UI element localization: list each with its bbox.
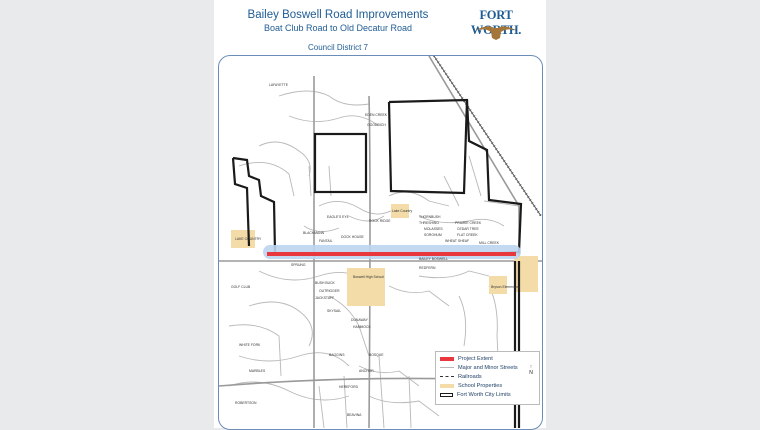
legend-schools-label: School Properties: [458, 382, 503, 389]
label-hammock: HAMMOCK: [353, 325, 371, 329]
label-lafayette: LAFAYETTE: [269, 83, 289, 87]
label-prairie-creek: PRAIRIE CREEK: [455, 221, 482, 225]
label-dock-house: DOCK HOUSE: [341, 235, 365, 239]
rail-swatch: [440, 376, 454, 377]
label-outrigger: OUTRIGGER: [319, 289, 340, 293]
label-jackstaff: JACKSTAFF: [315, 296, 334, 300]
label-baggins: BAGGINS: [329, 353, 345, 357]
limits-swatch: [440, 392, 453, 397]
railroad-line: [433, 56, 542, 217]
label-boswell-high: Boswell High School: [353, 275, 384, 279]
legend-row-rail: Railroads: [440, 373, 482, 380]
legend-row-schools: School Properties: [440, 382, 502, 389]
map-legend: Project Extent Major and Minor Streets R…: [435, 351, 540, 405]
label-wheat-sheaf: WHEAT SHEAF: [445, 239, 469, 243]
label-goodrich: GOODRICH: [367, 123, 386, 127]
label-rock-ridge: ROCK RIDGE: [369, 219, 391, 223]
label-cedar-tree: CEDAR TREE: [457, 227, 480, 231]
label-lake-country-dr: LAKE COUNTRY: [235, 237, 262, 241]
page-subtitle: Boat Club Road to Old Decatur Road: [263, 23, 413, 33]
label-blackmann: BLACKMANN: [303, 231, 325, 235]
label-sorghum: SORGHUM: [424, 233, 442, 237]
label-bryson: Bryson Elementary: [491, 285, 520, 289]
label-dunaway: DUNAWAY: [351, 318, 369, 322]
map-frame: Lake Country Boswell High School GOLF CL…: [218, 55, 543, 430]
longhorn-icon: [476, 26, 516, 40]
label-threshing: THRESHING: [419, 221, 439, 225]
project-swatch: [440, 356, 454, 361]
map-sheet: Bailey Boswell Road Improvements Boat Cl…: [214, 0, 546, 430]
label-white-fork: WHITE FORK: [239, 343, 261, 347]
page-title: Bailey Boswell Road Improvements: [247, 9, 429, 21]
label-molasses: MOLASSES: [424, 227, 443, 231]
label-bush-buck: BUSH BUCK: [315, 281, 336, 285]
label-eagles-eye: EAGLE'S EYE: [327, 215, 350, 219]
label-marbles: MARBLES: [249, 369, 266, 373]
label-bailey-boswell: BAILEY BOSWELL: [419, 257, 448, 261]
label-flat-creek: FLAT CREEK: [457, 233, 478, 237]
legend-limits-label: Fort Worth City Limits: [457, 391, 511, 398]
label-robertson: ROBERTSON: [235, 401, 257, 405]
legend-row-project: Project Extent: [440, 355, 493, 362]
street-map: Lake Country Boswell High School GOLF CL…: [219, 56, 542, 429]
bryson-school: [489, 276, 507, 294]
label-lake-country: Lake Country: [392, 209, 412, 213]
legend-rail-label: Railroads: [458, 373, 482, 380]
label-redfern: REDFERN: [419, 266, 436, 270]
boswell-high-school: [347, 268, 385, 306]
north-label: N: [529, 370, 533, 376]
legend-row-streets: Major and Minor Streets: [440, 364, 518, 371]
lake-country-school: [391, 204, 409, 218]
council-district: Council District 7: [307, 43, 368, 52]
schools-swatch: [440, 383, 454, 388]
label-sprung: SPRUNG: [291, 263, 306, 267]
legend-row-limits: Fort Worth City Limits: [440, 391, 511, 398]
label-anchor: ANCHOR: [359, 369, 374, 373]
north-arrow-icon: ↑N: [529, 364, 533, 376]
label-eden-creek: EDEN CREEK: [365, 113, 388, 117]
fort-worth-logo: FORT WORTH.: [454, 8, 538, 44]
label-beavina: BEAVINA: [347, 413, 362, 417]
label-mill-creek: MILL CREEK: [479, 241, 500, 245]
project-extent-line: [267, 252, 516, 256]
label-thornbush: THORNBUSH: [419, 215, 441, 219]
legend-streets-label: Major and Minor Streets: [458, 364, 518, 371]
label-hereford: HEREFORD: [339, 385, 359, 389]
label-skysail: SKYSAIL: [327, 309, 341, 313]
label-golf-club: GOLF CLUB: [231, 285, 251, 289]
streets-swatch: [440, 367, 454, 368]
label-fantail: FANTAIL: [319, 239, 333, 243]
label-bosque: BOSQUE: [369, 353, 384, 357]
legend-project-label: Project Extent: [458, 355, 493, 362]
